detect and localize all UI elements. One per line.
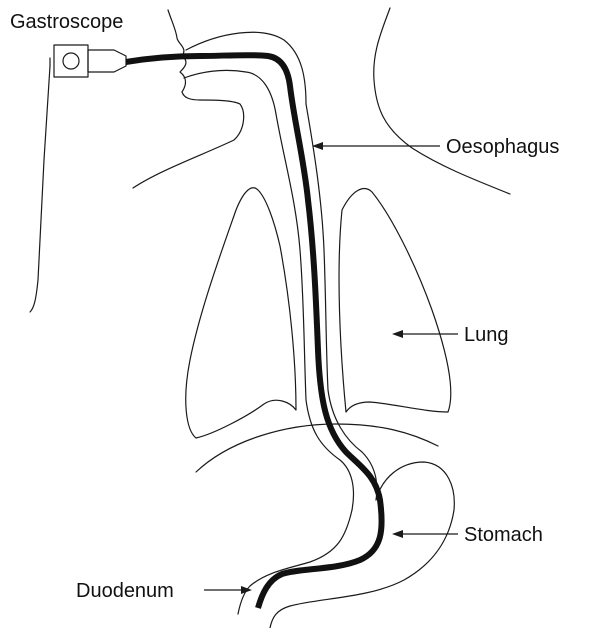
duodenum-label: Duodenum bbox=[76, 580, 174, 602]
gastroscope-label: Gastroscope bbox=[10, 11, 123, 33]
neck-back-outline bbox=[374, 8, 510, 194]
lung-arrowhead bbox=[392, 330, 403, 338]
left-lung-outline bbox=[186, 188, 296, 438]
oesophagus-label: Oesophagus bbox=[446, 136, 559, 158]
gastroscope-tube bbox=[126, 55, 382, 608]
gastroscope-handle-icon bbox=[50, 45, 126, 77]
face-profile bbox=[133, 10, 244, 188]
gastroscope-cable bbox=[30, 66, 50, 312]
duodenum-arrowhead bbox=[241, 586, 252, 594]
stomach-label: Stomach bbox=[464, 524, 543, 546]
right-lung-outline bbox=[339, 189, 451, 412]
diaphragm-outline bbox=[196, 424, 438, 472]
lung-label: Lung bbox=[464, 324, 509, 346]
stomach-arrowhead bbox=[392, 530, 403, 538]
mouth-contour bbox=[184, 70, 276, 114]
stomach-outline bbox=[270, 462, 454, 628]
